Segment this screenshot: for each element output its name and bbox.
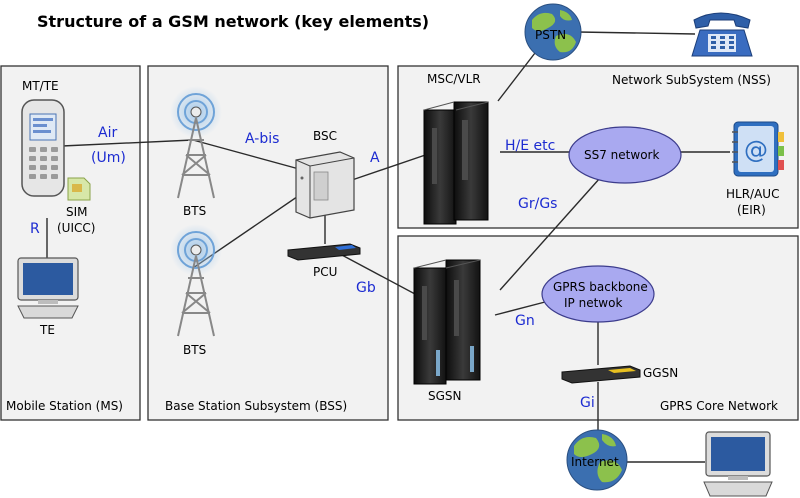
eir-label: (EIR): [737, 203, 766, 217]
diagram-title: Structure of a GSM network (key elements…: [37, 12, 429, 31]
internet-label: Internet: [571, 455, 619, 469]
msc-server-icon: [423, 101, 489, 225]
interface-gb: Gb: [356, 280, 376, 296]
mobile-phone-icon: [21, 99, 65, 197]
uicc-label: (UICC): [57, 221, 95, 235]
sim-card-icon: [67, 177, 91, 201]
internet-globe-icon: [566, 429, 628, 491]
interface-r: R: [30, 221, 40, 237]
svg-text:@: @: [744, 136, 768, 164]
interface-gr-gs: Gr/Gs: [518, 196, 557, 212]
bts-2-label: BTS: [183, 343, 206, 357]
gprs-backbone-label: GPRS backbone: [553, 280, 648, 294]
region-ms-label: Mobile Station (MS): [6, 399, 123, 413]
interface-a: A: [370, 150, 380, 166]
interface-air: Air: [98, 125, 117, 141]
region-gprs-label: GPRS Core Network: [660, 399, 778, 413]
ggsn-label: GGSN: [643, 366, 678, 380]
pstn-label: PSTN: [535, 28, 566, 42]
gprs-backbone-cloud: [541, 265, 655, 323]
sim-label: SIM: [66, 205, 88, 219]
interface-he: H/E etc: [505, 138, 555, 154]
link-pstn-phone: [577, 31, 696, 35]
te-label: TE: [39, 323, 55, 337]
link-sgsn-backbone: [494, 301, 546, 316]
bts-tower-icon: [170, 224, 222, 337]
ss7-label: SS7 network: [584, 148, 659, 162]
interface-a-bis: A-bis: [245, 131, 279, 147]
interface-um: (Um): [91, 150, 126, 166]
interface-gi: Gi: [580, 395, 595, 411]
interface-gn: Gn: [515, 313, 535, 329]
bsc-label: BSC: [313, 129, 337, 143]
sgsn-label: SGSN: [428, 389, 462, 403]
msc-vlr-label: MSC/VLR: [427, 72, 481, 86]
telephone-icon: [691, 12, 753, 57]
region-nss-label: Network SubSystem (NSS): [612, 73, 771, 87]
ip-network-label: IP netwok: [564, 296, 622, 310]
pcu-device-icon: [287, 243, 361, 261]
sgsn-server-icon: [413, 259, 481, 385]
bsc-server-icon: [295, 151, 355, 219]
bts-tower-icon: [170, 86, 222, 199]
hlr-auc-label: HLR/AUC: [726, 187, 779, 201]
link-bts1-bsc: [192, 139, 311, 173]
ss7-network-cloud: [568, 126, 682, 184]
mt-te-label: MT/TE: [22, 79, 59, 93]
ggsn-device-icon: [561, 365, 641, 384]
pcu-label: PCU: [313, 265, 337, 279]
link-sgsn-ss7: [499, 177, 601, 291]
pstn-globe-icon: [524, 3, 582, 61]
bts-1-label: BTS: [183, 204, 206, 218]
region-bss-label: Base Station Subsystem (BSS): [165, 399, 347, 413]
hlr-address-book-icon: @: [732, 121, 784, 177]
te-computer-icon: [17, 257, 79, 319]
link-mobile-bts: [61, 139, 194, 147]
internet-computer-icon: [703, 431, 773, 497]
